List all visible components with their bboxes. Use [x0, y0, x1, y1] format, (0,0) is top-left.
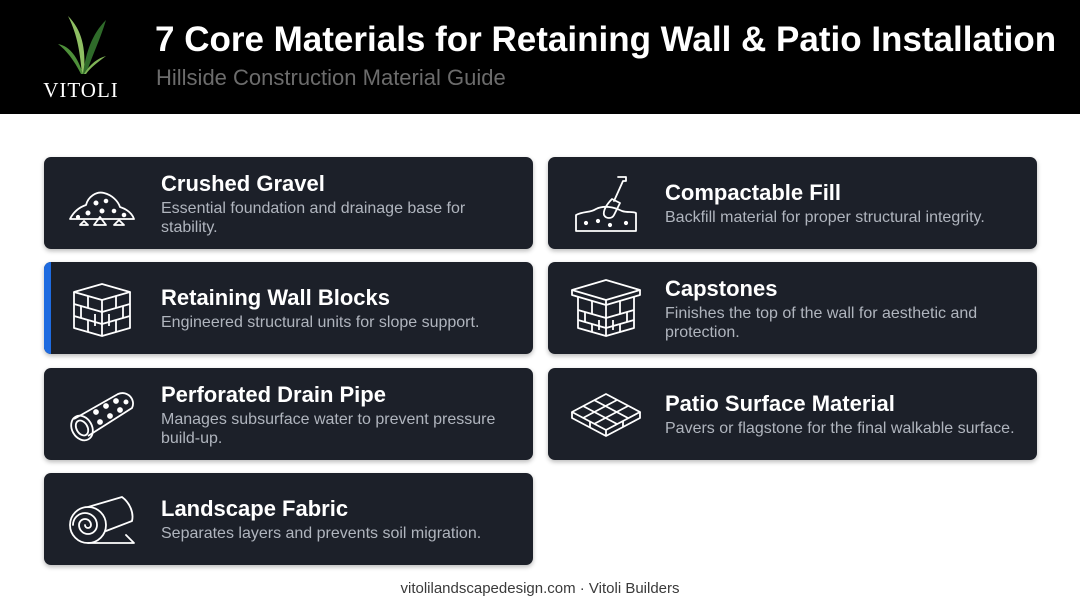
material-card-perforated-drain-pipe: Perforated Drain Pipe Manages subsurface… [44, 368, 533, 460]
material-description: Separates layers and prevents soil migra… [161, 525, 482, 542]
material-name: Compactable Fill [665, 180, 842, 205]
header-bar: VITOLI 7 Core Materials for Retaining Wa… [0, 0, 1080, 114]
material-name: Patio Surface Material [665, 391, 895, 416]
logo-text: VITOLI [43, 78, 119, 102]
material-description: Pavers or flagstone for the final walkab… [665, 420, 1015, 437]
capped-wall-icon [571, 279, 641, 337]
gravel-pile-icon [69, 191, 135, 226]
material-card-retaining-wall-blocks: Retaining Wall Blocks Engineered structu… [44, 262, 533, 354]
material-description: Backfill material for proper structural … [665, 209, 985, 226]
material-name: Retaining Wall Blocks [161, 285, 391, 310]
brand-logo: VITOLI [36, 12, 126, 102]
material-name: Perforated Drain Pipe [161, 381, 386, 407]
page-subtitle: Hillside Construction Material Guide [156, 65, 506, 90]
material-card-patio-surface-material: Patio Surface Material Pavers or flagsto… [548, 368, 1037, 460]
material-card-landscape-fabric: Landscape Fabric Separates layers and pr… [44, 473, 533, 565]
material-card-crushed-gravel: Crushed Gravel Essential foundation and … [44, 157, 533, 249]
page-title: 7 Core Materials for Retaining Wall & Pa… [155, 20, 1057, 59]
material-name: Landscape Fabric [161, 496, 349, 521]
material-description: Finishes the top of the wall for aesthet… [665, 304, 978, 341]
material-description: Engineered structural units for slope su… [161, 314, 480, 331]
material-card-capstones: Capstones Finishes the top of the wall f… [548, 262, 1037, 354]
paver-tiles-icon [571, 393, 641, 437]
brick-wall-icon [73, 283, 131, 337]
material-card-compactable-fill: Compactable Fill Backfill material for p… [548, 157, 1037, 249]
material-name: Crushed Gravel [161, 170, 325, 196]
material-description: Manages subsurface water to prevent pres… [161, 410, 496, 447]
leaf-icon [58, 16, 106, 74]
footer-credit: vitolilandscapedesign.com · Vitoli Build… [400, 580, 680, 597]
material-name: Capstones [665, 275, 778, 301]
material-description: Essential foundation and drainage base f… [161, 199, 466, 236]
shovel-icon [575, 176, 637, 232]
drain-pipe-icon [70, 392, 134, 442]
fabric-roll-icon [69, 496, 135, 544]
